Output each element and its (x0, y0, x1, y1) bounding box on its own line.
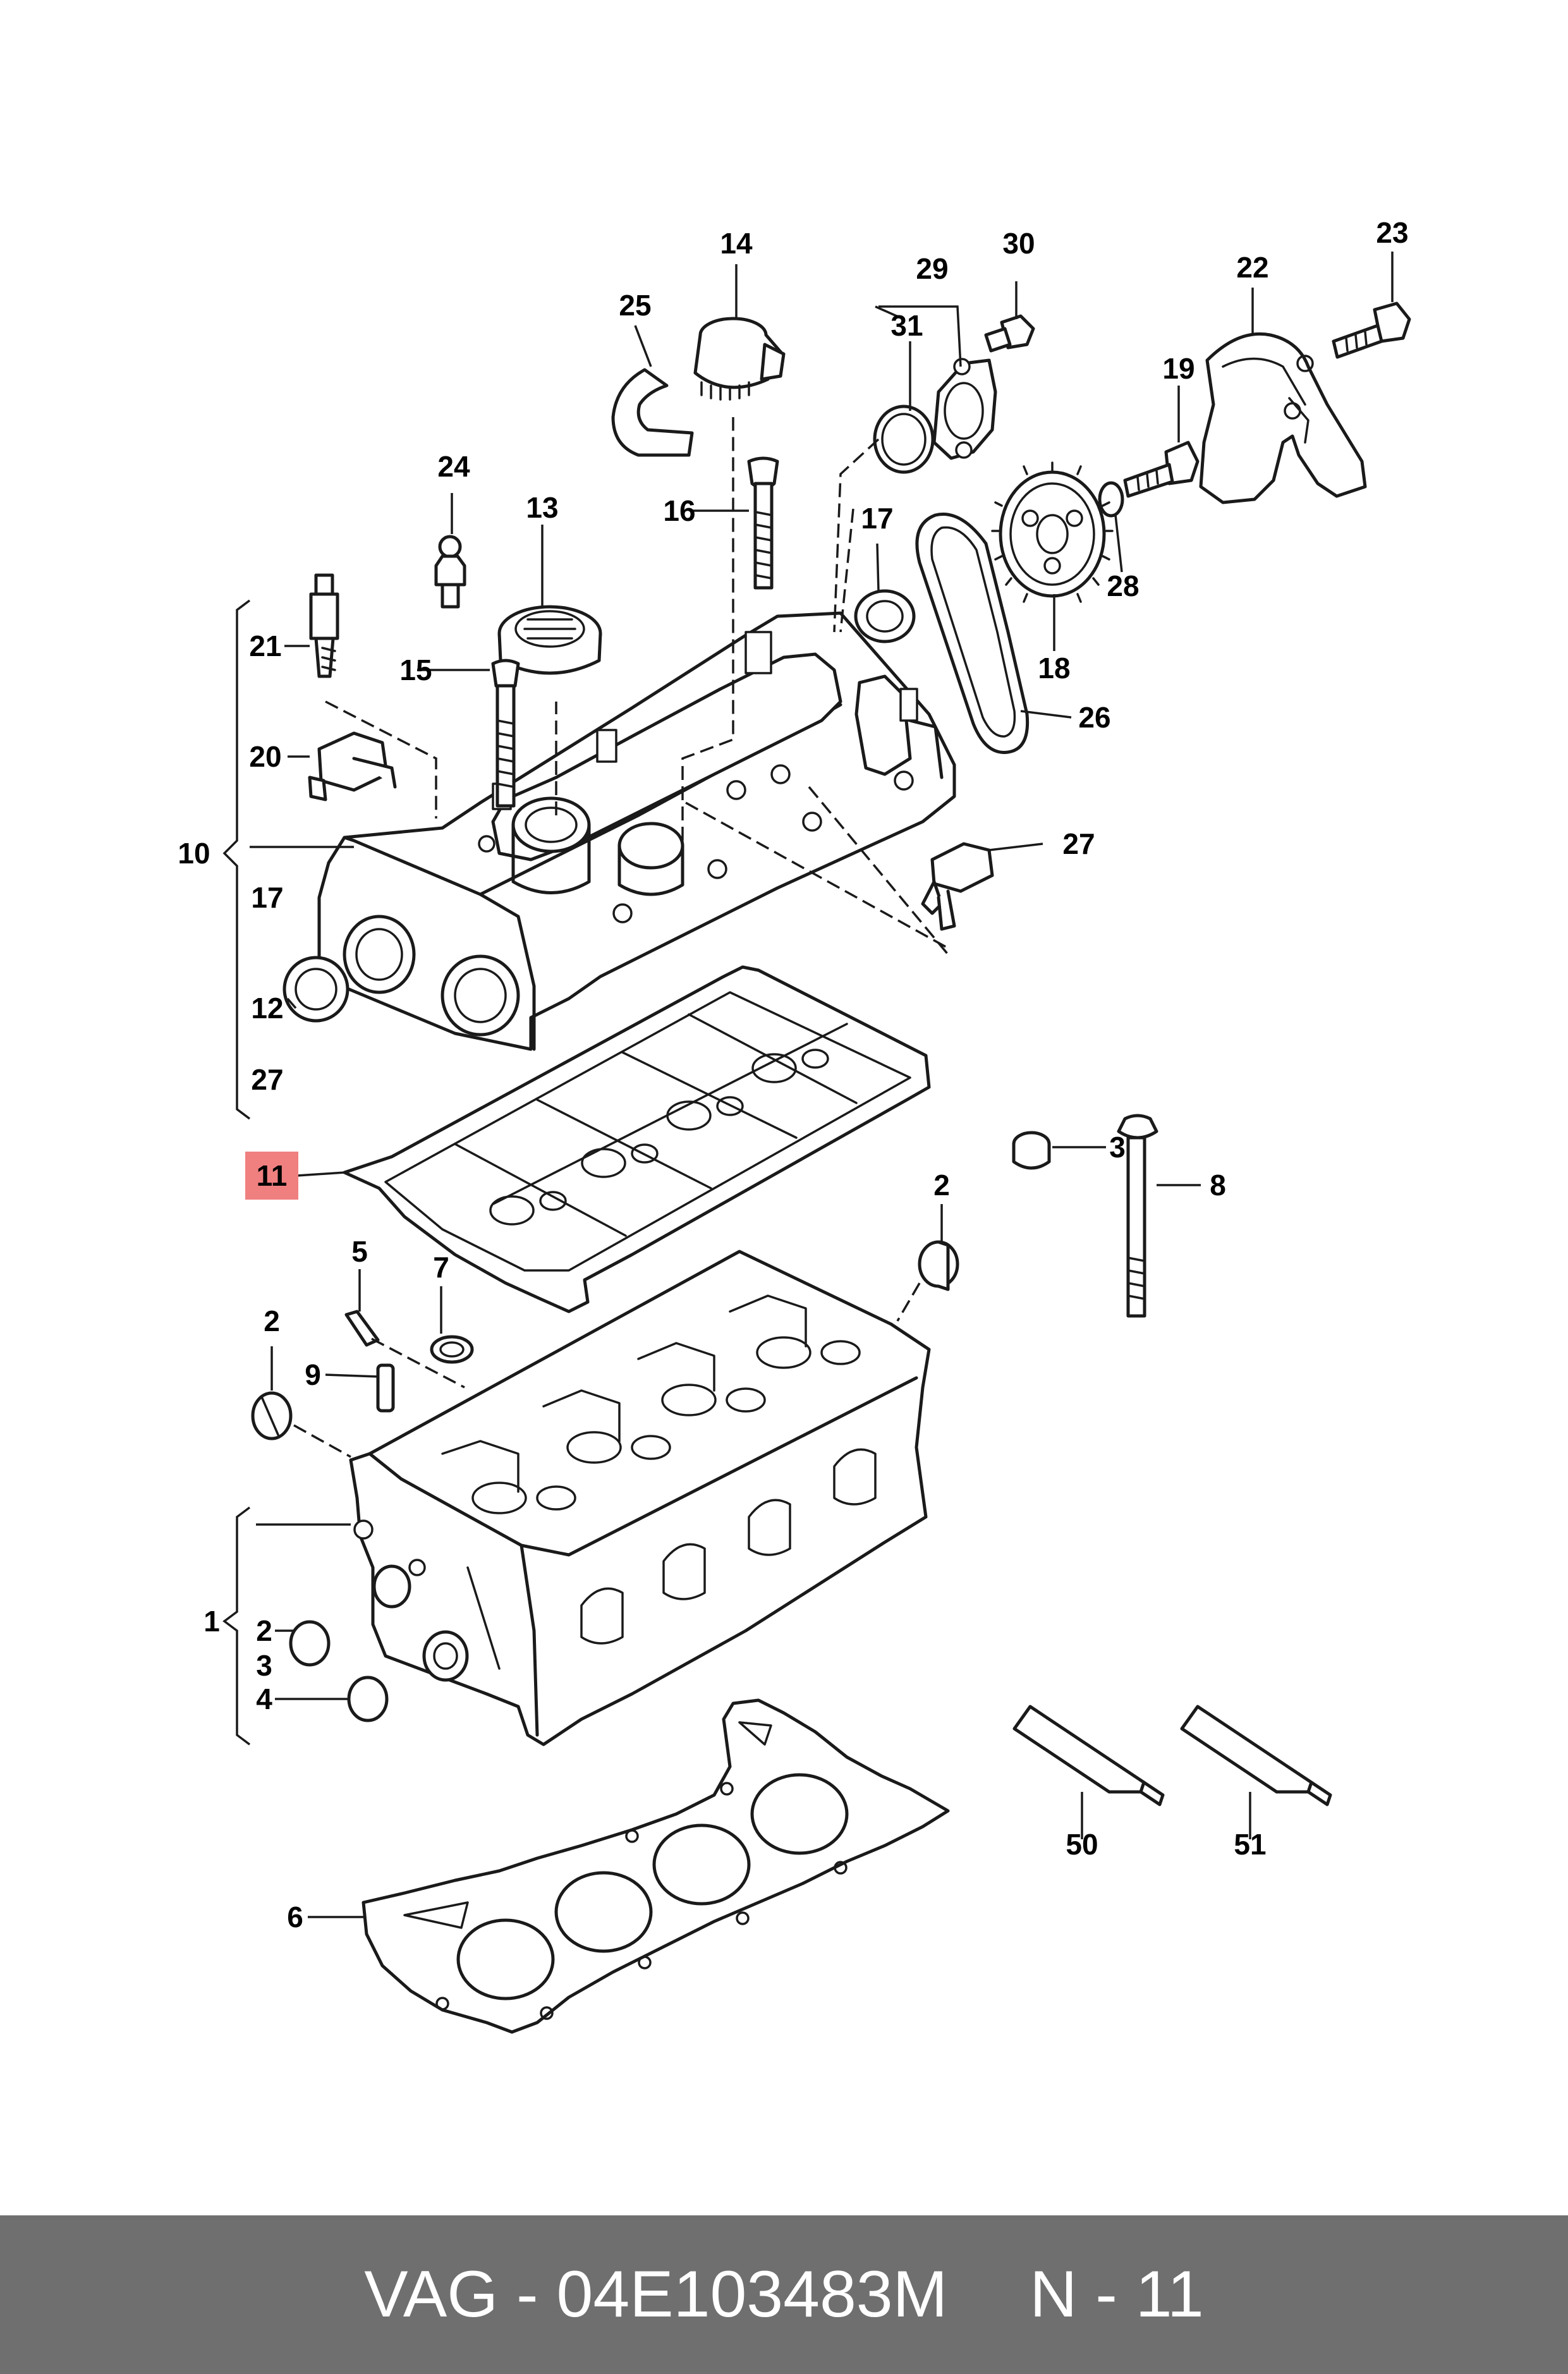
valve-cover-gasket (343, 965, 931, 1313)
callout-6: 6 (287, 1901, 303, 1933)
callout-12: 12 (251, 992, 283, 1025)
callout-27-list: 27 (251, 1063, 283, 1096)
washer-28 (1098, 481, 1124, 518)
callout-2-right: 2 (933, 1169, 950, 1202)
callout-10: 10 (178, 837, 210, 870)
bolt-8 (1117, 1114, 1158, 1318)
seal-7 (430, 1335, 474, 1364)
cylinder-head (349, 1250, 931, 1746)
callout-30: 30 (1002, 227, 1035, 260)
callout-1: 1 (204, 1605, 220, 1638)
plug-2-left (251, 1391, 293, 1440)
callout-28: 28 (1107, 569, 1139, 602)
callout-22: 22 (1236, 251, 1268, 284)
callout-13: 13 (526, 491, 558, 524)
pressure-sensor (308, 731, 397, 801)
camshaft-seal-17 (854, 589, 916, 643)
callout-17-seal: 17 (861, 502, 893, 535)
bolt-19 (1123, 441, 1200, 498)
callout-51: 51 (1234, 1828, 1266, 1861)
part-number-footer: VAG - 04E103483M N - 11 (0, 2215, 1568, 2374)
highlight-box (245, 1152, 298, 1200)
ball-stud (434, 535, 466, 609)
callout-18: 18 (1038, 652, 1070, 685)
callout-17-list: 17 (251, 881, 283, 914)
callout-31: 31 (890, 309, 923, 342)
plug-2-right (918, 1240, 959, 1291)
callout-4: 4 (256, 1683, 272, 1715)
dowel-5 (344, 1310, 380, 1347)
plug-4 (347, 1676, 389, 1722)
callout-29: 29 (916, 252, 948, 285)
callout-3-lower: 3 (256, 1649, 272, 1682)
oil-filler-cap (497, 605, 602, 675)
part-number: VAG - 04E103483M (364, 2258, 948, 2331)
callout-24: 24 (437, 450, 470, 483)
timing-belt (915, 513, 1030, 754)
callout-27-sensor: 27 (1062, 827, 1095, 860)
head-gasket (362, 1698, 950, 2034)
bolt-15 (491, 659, 520, 808)
camshaft-sensor (921, 842, 994, 931)
callout-9: 9 (305, 1358, 321, 1391)
assembly-lines (293, 417, 949, 1458)
callout-2-lower: 2 (256, 1614, 272, 1647)
o-ring-31 (873, 405, 935, 474)
callout-25: 25 (619, 289, 651, 322)
callout-21: 21 (249, 630, 281, 662)
breather-valve (693, 317, 786, 401)
callout-20: 20 (249, 740, 281, 773)
sealant-tube-51 (1180, 1705, 1332, 1806)
flange-29 (932, 358, 997, 460)
bolt-30 (984, 314, 1035, 353)
callout-19: 19 (1162, 352, 1194, 385)
callout-5: 5 (351, 1235, 368, 1268)
callout-15: 15 (399, 654, 432, 686)
timing-cover (1199, 332, 1367, 504)
cap-3 (1012, 1131, 1051, 1170)
dowel-9 (376, 1363, 395, 1413)
valve-cover-assembly (317, 611, 956, 1051)
callout-3-cap: 3 (1109, 1131, 1126, 1164)
callout-labels: 14 25 29 30 31 22 23 19 24 13 16 17 28 2… (178, 216, 1408, 1933)
position-reference: N - 11 (1030, 2258, 1204, 2331)
callout-23: 23 (1376, 216, 1408, 249)
exploded-parts-diagram: 14 25 29 30 31 22 23 19 24 13 16 17 28 2… (178, 216, 1411, 2034)
leader-lines (222, 252, 1394, 1918)
camshaft-sprocket (991, 461, 1114, 603)
temperature-sensor (309, 573, 339, 678)
plug-2-lower (289, 1620, 331, 1667)
callout-26: 26 (1078, 701, 1110, 734)
callout-14: 14 (720, 227, 753, 260)
callout-7: 7 (433, 1251, 449, 1284)
breather-hose (611, 368, 694, 457)
bolt-16 (747, 456, 779, 590)
seal-12 (283, 956, 349, 1023)
bolt-23 (1332, 301, 1411, 359)
callout-8: 8 (1210, 1169, 1226, 1202)
callout-11: 11 (257, 1159, 288, 1192)
callout-2-left: 2 (264, 1305, 280, 1337)
sealant-tube-50 (1012, 1705, 1165, 1806)
callout-50: 50 (1066, 1828, 1098, 1861)
callout-16: 16 (663, 494, 695, 527)
